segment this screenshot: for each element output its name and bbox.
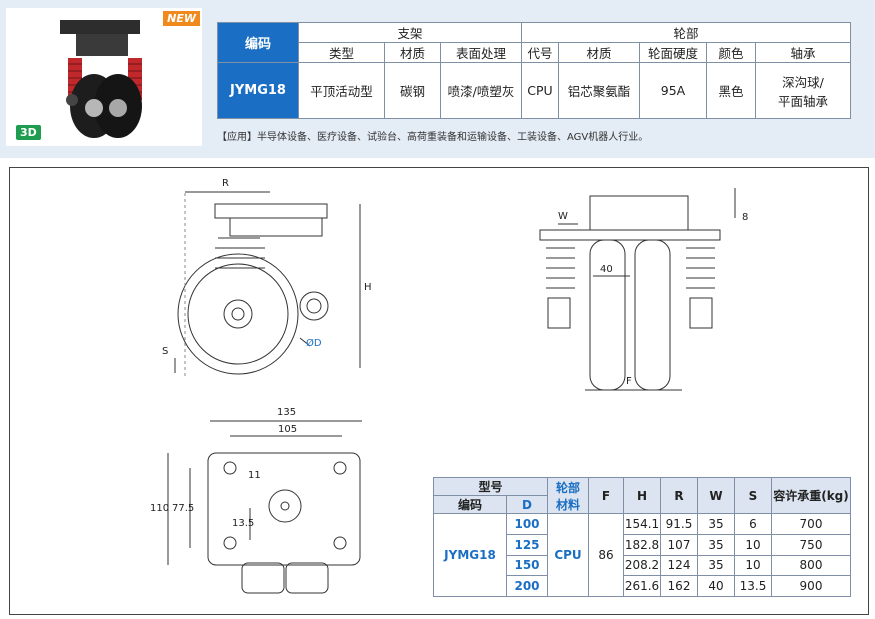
spec-wheel-material: 铝芯聚氨酯	[558, 62, 640, 119]
mt-s-1: 6	[734, 513, 772, 535]
col-bearing: 轴承	[755, 42, 851, 63]
mt-d-2: 125	[506, 533, 548, 556]
dim-77-5: 77.5	[172, 503, 195, 514]
dim-11: 11	[248, 470, 261, 481]
col-bracket-material: 材质	[384, 42, 441, 63]
col-wheel-material: 材质	[558, 42, 640, 63]
spec-code: JYMG18	[217, 62, 299, 119]
mt-s-header: S	[734, 477, 772, 514]
mt-r-2: 107	[660, 533, 698, 556]
mt-h-1: 154.1	[623, 513, 661, 535]
wheel-group-header: 轮部	[521, 22, 851, 43]
spec-hardness: 95A	[639, 62, 707, 119]
dim-s: S	[162, 346, 169, 357]
col-hardness: 轮面硬度	[639, 42, 707, 63]
code-header: 编码	[217, 22, 299, 63]
mt-h-header: H	[623, 477, 661, 514]
drawing-lines	[167, 188, 736, 594]
mt-s-4: 13.5	[734, 575, 772, 597]
dim-40: 40	[600, 264, 613, 275]
3d-badge[interactable]: 3D	[16, 125, 41, 140]
product-photo: NEW 3D	[6, 8, 202, 146]
mt-wheel: CPU	[547, 513, 589, 597]
mt-d-3: 150	[506, 554, 548, 577]
mt-model-header: 型号	[433, 477, 548, 496]
mt-d-4: 200	[506, 575, 548, 597]
mt-load-2: 750	[771, 533, 851, 556]
mt-r-3: 124	[660, 554, 698, 577]
dim-8: 8	[742, 212, 749, 223]
mt-code: JYMG18	[433, 513, 507, 597]
col-surface: 表面处理	[440, 42, 522, 63]
col-type: 类型	[298, 42, 385, 63]
mt-wheel-header: 轮部 材料	[547, 477, 589, 514]
dim-135: 135	[277, 407, 297, 418]
bracket-group-header: 支架	[298, 22, 522, 43]
mt-s-2: 10	[734, 533, 772, 556]
dim-r: R	[222, 178, 229, 189]
dim-f: F	[626, 376, 632, 387]
mt-w-3: 35	[697, 554, 735, 577]
mt-load-1: 700	[771, 513, 851, 535]
mt-f-header: F	[588, 477, 624, 514]
spec-bearing-line1: 深沟球/	[782, 74, 824, 90]
spec-color: 黑色	[706, 62, 756, 119]
mt-load-3: 800	[771, 554, 851, 577]
mt-h-2: 182.8	[623, 533, 661, 556]
dim-h: H	[364, 282, 372, 293]
dim-13-5: 13.5	[232, 518, 255, 529]
mt-r-4: 162	[660, 575, 698, 597]
model-table: 型号 轮部 材料 F H R W S 容许承重(kg) 编码 D JYMG18 …	[433, 477, 851, 597]
mt-load-header: 容许承重(kg)	[771, 477, 851, 514]
spec-bearing: 深沟球/ 平面轴承	[755, 62, 851, 119]
dim-d: ØD	[306, 338, 322, 349]
mt-load-4: 900	[771, 575, 851, 597]
mt-r-1: 91.5	[660, 513, 698, 535]
spec-bracket-material: 碳钢	[384, 62, 441, 119]
dim-w: W	[558, 211, 568, 222]
mt-h-4: 261.6	[623, 575, 661, 597]
dim-105: 105	[278, 424, 298, 435]
spec-type: 平顶活动型	[298, 62, 385, 119]
mt-h-3: 208.2	[623, 554, 661, 577]
spec-table: 编码 支架 轮部 类型 材质 表面处理 代号 材质 轮面硬度 颜色 轴承 JYM…	[217, 22, 851, 119]
mt-s-3: 10	[734, 554, 772, 577]
mt-w-header: W	[697, 477, 735, 514]
col-wheel-code: 代号	[521, 42, 559, 63]
col-color: 颜色	[706, 42, 756, 63]
mt-f: 86	[588, 513, 624, 597]
mt-wheel-header-line2: 材料	[555, 497, 580, 512]
new-badge: NEW	[163, 11, 200, 26]
mt-wheel-header-line1: 轮部	[555, 480, 580, 495]
spec-wheel-code: CPU	[521, 62, 559, 119]
application-note: 【应用】半导体设备、医疗设备、试验台、高荷重装备和运输设备、工装设备、AGV机器…	[217, 132, 649, 143]
mt-r-header: R	[660, 477, 698, 514]
spec-bearing-line2: 平面轴承	[777, 93, 828, 109]
mt-w-1: 35	[697, 513, 735, 535]
mt-d-1: 100	[506, 513, 548, 535]
mt-w-4: 40	[697, 575, 735, 597]
mt-d-header: D	[506, 495, 548, 514]
dim-110: 110	[150, 503, 170, 514]
mt-code-header: 编码	[433, 495, 507, 514]
spec-surface: 喷漆/喷塑灰	[440, 62, 522, 119]
mt-w-2: 35	[697, 533, 735, 556]
caster-photo-image	[60, 20, 142, 138]
